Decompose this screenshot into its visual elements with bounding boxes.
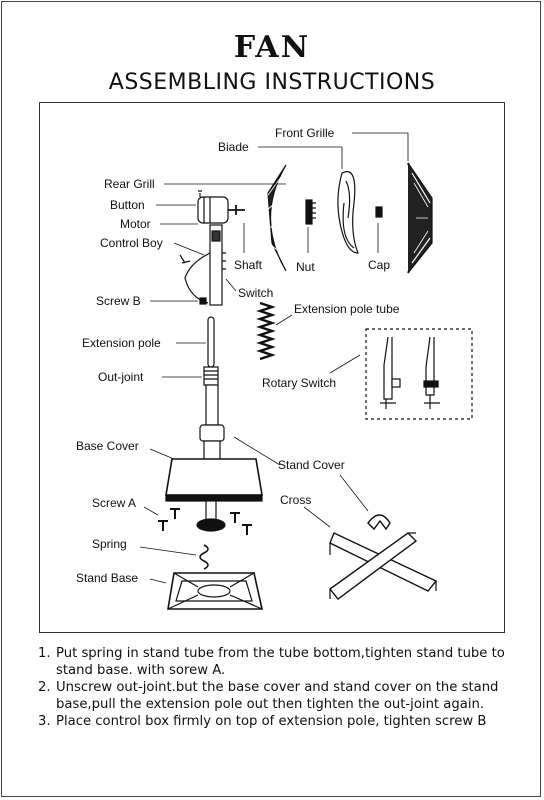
leader-switch bbox=[225, 278, 237, 292]
page-title: FAN bbox=[233, 30, 311, 65]
instructions-list: 1. Put spring in stand tube from the tub… bbox=[38, 645, 518, 730]
stand-cover-drawing bbox=[367, 514, 391, 531]
stand-base-drawing bbox=[167, 572, 263, 610]
leader-base-cover bbox=[149, 448, 175, 460]
control-box-drawing bbox=[179, 224, 226, 306]
front-grille-drawing bbox=[407, 162, 433, 274]
pole-assembly-drawing bbox=[199, 316, 225, 476]
step-number: 1. bbox=[38, 646, 51, 661]
cross-drawing bbox=[328, 532, 438, 600]
label-shaft: Shaft bbox=[234, 258, 263, 272]
assembly-drawing: Front Grille Biade Rear Grill Button Mot… bbox=[76, 126, 473, 610]
label-blade: Biade bbox=[218, 140, 249, 154]
nut-drawing bbox=[305, 199, 316, 225]
leader-cross bbox=[303, 506, 331, 528]
leader-control-box bbox=[173, 242, 205, 256]
instruction-step: 3. Place control box firmly on top of ex… bbox=[38, 713, 518, 730]
step-number: 2. bbox=[38, 680, 51, 695]
extension-pole-tube-drawing bbox=[256, 301, 276, 361]
motor-drawing bbox=[197, 190, 245, 224]
label-nut: Nut bbox=[296, 260, 315, 274]
label-front-grille: Front Grille bbox=[275, 126, 335, 140]
label-extension-pole-tube: Extension pole tube bbox=[294, 302, 400, 316]
step-text: Put spring in stand tube from the tube b… bbox=[56, 646, 505, 678]
label-rotary-switch: Rotary Switch bbox=[262, 376, 336, 390]
spring-drawing bbox=[199, 544, 209, 570]
base-cover-drawing bbox=[165, 458, 263, 502]
label-base-cover: Base Cover bbox=[76, 439, 139, 453]
label-control-box: Control Boy bbox=[100, 236, 163, 250]
label-spring: Spring bbox=[92, 537, 127, 551]
leader-stand-cover bbox=[233, 436, 281, 466]
instruction-step: 2. Unscrew out-joint.but the base cover … bbox=[38, 679, 518, 713]
label-rear-grill: Rear Grill bbox=[104, 177, 155, 191]
leader-front-grille bbox=[352, 132, 409, 161]
label-stand-cover: Stand Cover bbox=[278, 458, 345, 472]
leader-rotary-switch bbox=[329, 354, 361, 374]
label-button: Button bbox=[110, 198, 145, 212]
rear-grill-drawing bbox=[265, 164, 287, 272]
step-text: Place control box firmly on top of exten… bbox=[56, 714, 487, 729]
label-cross: Cross bbox=[280, 493, 311, 507]
step-text: Unscrew out-joint.but the base cover and… bbox=[56, 680, 499, 712]
leader-spring bbox=[139, 546, 197, 556]
label-extension-pole: Extension pole bbox=[82, 336, 161, 350]
label-stand-base: Stand Base bbox=[76, 571, 138, 585]
step-number: 3. bbox=[38, 714, 51, 729]
stand-tube-drawing bbox=[196, 500, 226, 532]
rotary-switch-inset bbox=[365, 328, 473, 420]
cap-drawing bbox=[375, 206, 383, 218]
leader-screw-a bbox=[143, 506, 159, 516]
leader-stand-base bbox=[149, 578, 167, 584]
label-out-joint: Out-joint bbox=[98, 370, 144, 384]
leader-stand-cover-2 bbox=[339, 474, 369, 512]
label-motor: Motor bbox=[120, 217, 151, 231]
instruction-step: 1. Put spring in stand tube from the tub… bbox=[38, 645, 518, 679]
label-cap: Cap bbox=[368, 258, 390, 272]
assembly-diagram: Front Grille Biade Rear Grill Button Mot… bbox=[39, 102, 505, 633]
label-switch: Switch bbox=[238, 286, 273, 300]
screw-a-drawing bbox=[158, 508, 252, 535]
leader-blade bbox=[258, 146, 343, 169]
label-screw-a: Screw A bbox=[92, 496, 136, 510]
label-screw-b: Screw B bbox=[96, 294, 141, 308]
leader-extension-pole-tube bbox=[275, 314, 293, 326]
page-subtitle: ASSEMBLING INSTRUCTIONS bbox=[108, 70, 436, 95]
blade-drawing bbox=[337, 171, 359, 254]
